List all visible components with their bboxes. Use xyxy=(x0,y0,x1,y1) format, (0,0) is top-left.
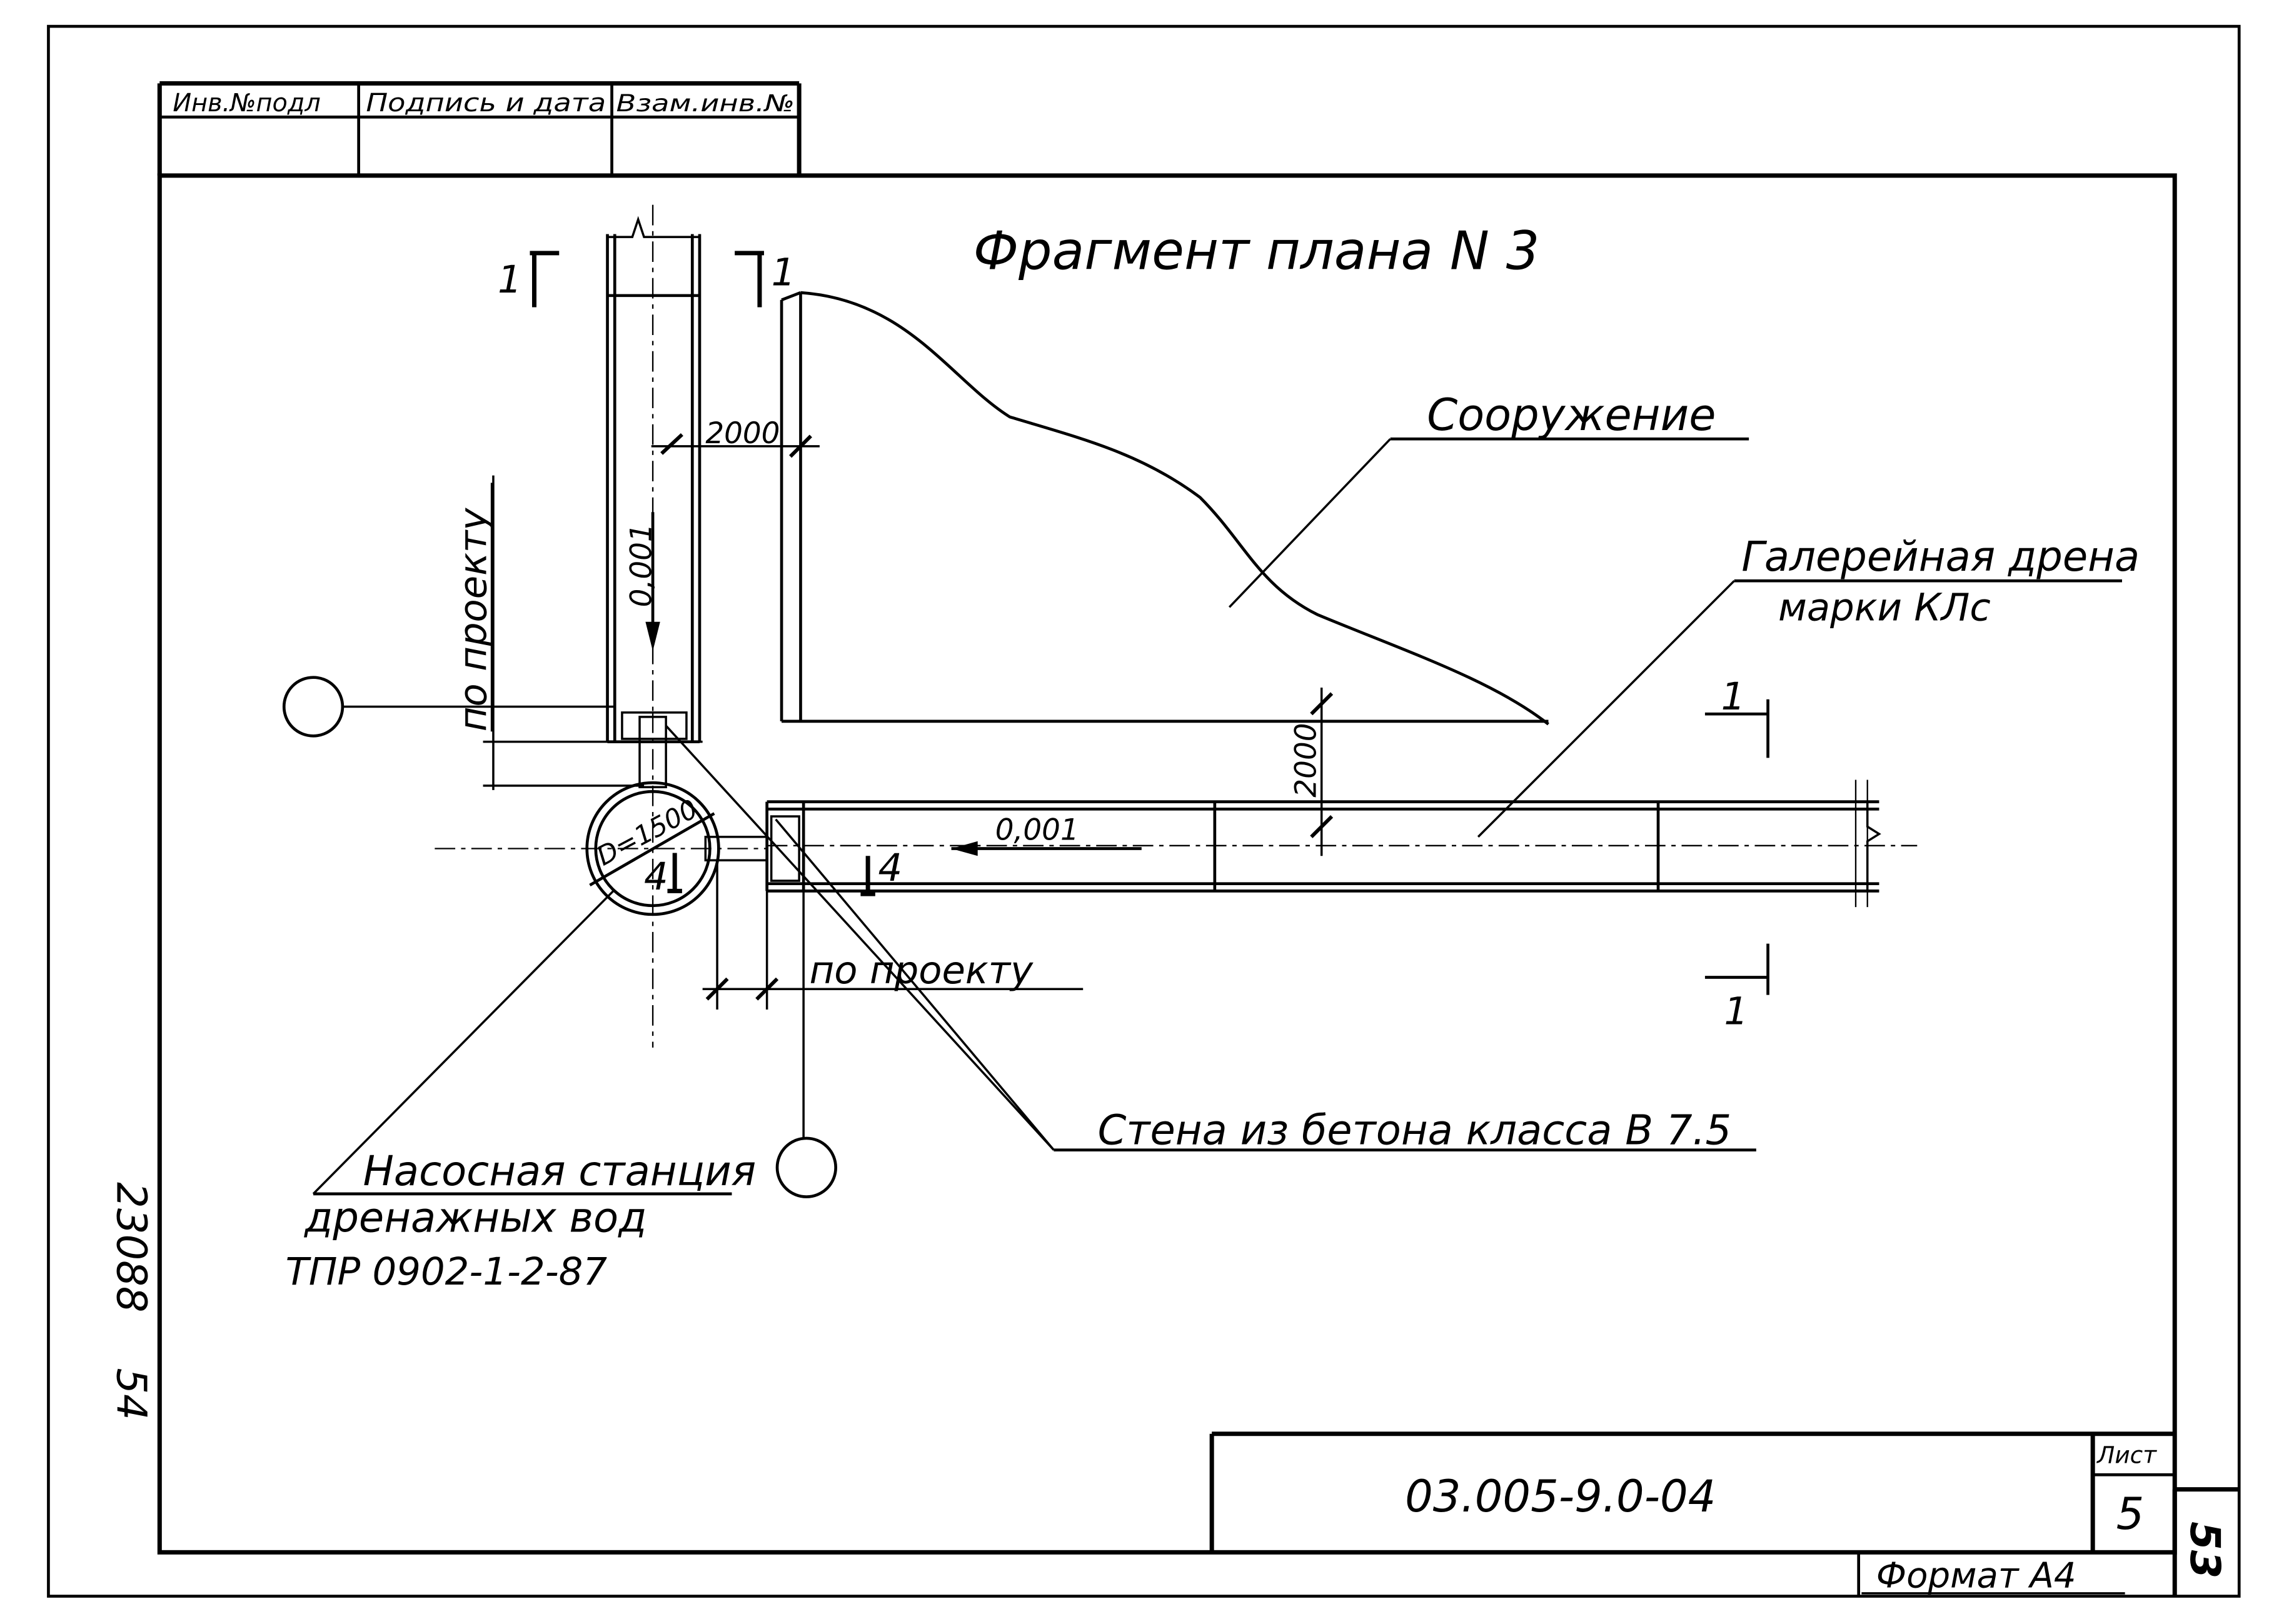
section-mark-4-left xyxy=(667,853,682,893)
slope-label-vertical: 0,001 xyxy=(625,523,659,607)
structure-outline xyxy=(780,291,1549,726)
pump-station-label-line1: Насосная станция xyxy=(363,1148,757,1195)
stamp-inv-no-label: Инв.№подл xyxy=(173,89,320,118)
dimension-2000-right xyxy=(1310,688,1334,856)
slope-label-horizontal: 0,001 xyxy=(995,813,1079,847)
section-mark-4-right xyxy=(860,856,875,896)
section-mark-top-left xyxy=(530,251,560,308)
slope-arrowhead-vertical xyxy=(645,621,660,651)
title-block xyxy=(1209,1431,2240,1596)
section-1-right-lower-label: 1 xyxy=(1724,990,1748,1033)
sheet-number: 5 xyxy=(2116,1488,2145,1540)
section-mark-top-right xyxy=(735,251,764,308)
slope-arrowhead-horizontal xyxy=(951,841,978,856)
gallery-drain-leader xyxy=(1477,579,1735,838)
structure-leader xyxy=(1228,438,1391,608)
stamp-signature-date-label: Подпись и дата xyxy=(366,89,606,118)
drawing-title: Фрагмент плана N 3 xyxy=(973,221,1540,282)
section-1-right-upper-label: 1 xyxy=(1721,675,1746,719)
per-project-horizontal-label: по проекту xyxy=(810,949,1034,993)
pump-station-label-line2: дренажных вод xyxy=(304,1195,646,1242)
section-4-right-label: 4 xyxy=(878,846,903,890)
page-number: 53 xyxy=(2181,1521,2228,1578)
dimension-per-project-horizontal xyxy=(702,860,1084,1010)
gallery-drain-label-line1: Галерейная дрена xyxy=(1741,533,2140,581)
dimension-2000-top-label: 2000 xyxy=(705,417,780,451)
section-1-top-right-label: 1 xyxy=(772,251,796,294)
approval-stamp: Инв.№подл Подпись и дата Взам.инв.№ xyxy=(157,81,802,176)
wall-leader-1 xyxy=(665,724,1055,1151)
section-mark-right-lower xyxy=(1704,943,1769,995)
pump-station-label-line3: ТПР 0902-1-2-87 xyxy=(286,1250,608,1294)
wall-leader-2 xyxy=(775,818,1055,1151)
sheet-label: Лист xyxy=(2096,1441,2157,1469)
section-4-left-label: 4 xyxy=(644,855,668,899)
vertical-drain xyxy=(606,204,702,743)
section-1-top-left-label: 1 xyxy=(498,258,522,302)
format-label: Формат А4 xyxy=(1876,1555,2076,1596)
wall-label: Стена из бетона класса В 7.5 xyxy=(1098,1106,1732,1154)
stamp-replacement-label: Взам.инв.№ xyxy=(616,89,795,117)
document-code: 03.005-9.0-04 xyxy=(1405,1471,1716,1522)
per-project-vertical-label: по проекту xyxy=(451,508,495,732)
section-mark-right-upper xyxy=(1704,699,1769,758)
structure-label: Сооружение xyxy=(1427,389,1716,441)
pump-station-leader xyxy=(312,888,616,1195)
archive-sub-number: 54 xyxy=(107,1368,154,1420)
dimension-per-project-vertical xyxy=(483,475,703,790)
inspection-well-bottom xyxy=(775,1136,837,1198)
inspection-well-left xyxy=(282,676,345,738)
horizontal-drain xyxy=(765,779,1918,908)
dimension-2000-right-label: 2000 xyxy=(1289,723,1323,797)
archive-number: 23088 xyxy=(107,1182,154,1312)
outer-border xyxy=(47,24,2241,1598)
drawing-frame xyxy=(157,173,2177,1555)
dimension-2000-top xyxy=(651,433,820,458)
gallery-drain-label-line2: марки КЛс xyxy=(1778,586,1991,629)
